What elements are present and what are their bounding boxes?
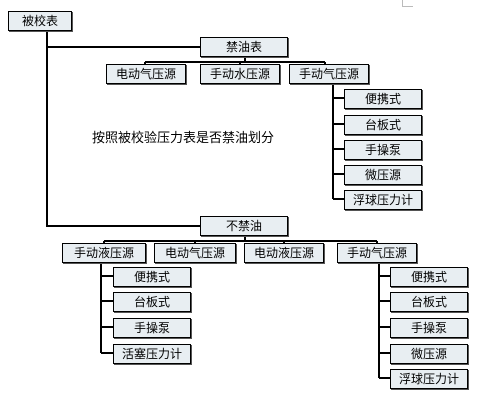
non-oil-free-source-node: 手动液压源 <box>62 243 146 263</box>
non-oil-free-pneumatic-item: 微压源 <box>390 344 468 364</box>
non-oil-free-pneumatic-item: 台板式 <box>390 292 468 312</box>
non-oil-free-group-node: 不禁油 <box>200 216 288 236</box>
oil-free-pneumatic-item: 便携式 <box>344 89 422 109</box>
hydraulic-item: 活塞压力计 <box>113 344 191 364</box>
non-oil-free-source-node: 电动气压源 <box>154 243 236 263</box>
classification-note: 按照被校验压力表是否禁油划分 <box>92 131 275 146</box>
corner-mark <box>402 0 413 7</box>
oil-free-pneumatic-item: 浮球压力计 <box>344 190 422 210</box>
non-oil-free-pneumatic-item: 手操泵 <box>390 318 468 338</box>
oil-free-source-node: 手动气压源 <box>289 64 369 84</box>
oil-free-source-node: 电动气压源 <box>106 64 186 84</box>
hydraulic-item: 便携式 <box>113 267 191 287</box>
oil-free-pneumatic-item: 微压源 <box>344 165 422 185</box>
root-node-label: 被校表 <box>8 11 72 31</box>
non-oil-free-source-node: 手动气压源 <box>337 243 417 263</box>
oil-free-pneumatic-item: 手操泵 <box>344 140 422 160</box>
hydraulic-item: 手操泵 <box>113 318 191 338</box>
oil-free-group-node: 禁油表 <box>200 37 288 57</box>
hydraulic-item: 台板式 <box>113 292 191 312</box>
oil-free-pneumatic-item: 台板式 <box>344 115 422 135</box>
non-oil-free-source-node: 电动液压源 <box>244 243 324 263</box>
non-oil-free-pneumatic-item: 便携式 <box>390 267 468 287</box>
non-oil-free-pneumatic-item: 浮球压力计 <box>390 369 468 389</box>
oil-free-source-node: 手动水压源 <box>200 64 280 84</box>
